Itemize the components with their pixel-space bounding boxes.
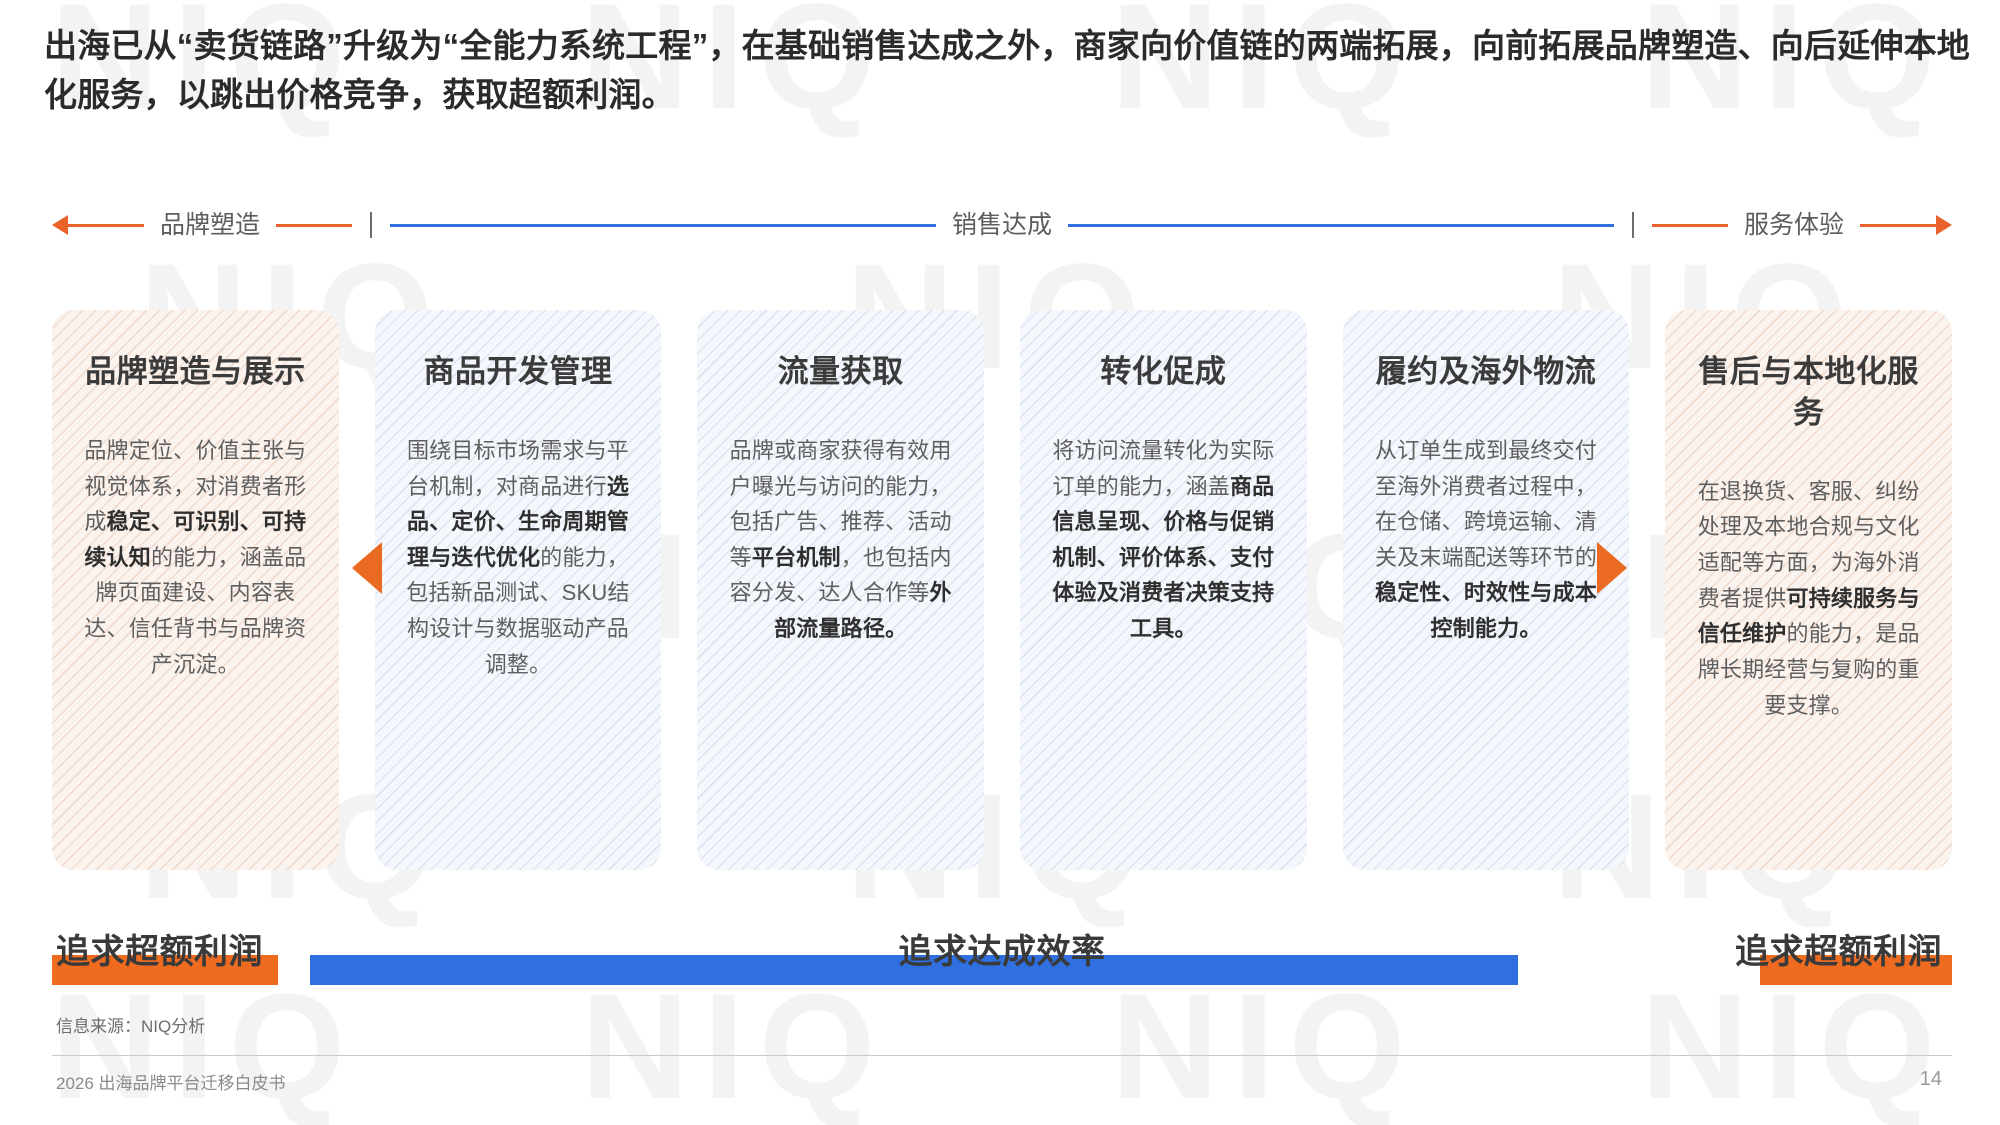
summary-label-right: 追求超额利润 [1735,933,1942,971]
bottom-summary: 追求超额利润 追求达成效率 追求超额利润 [52,905,1952,995]
triangle-left-icon [352,542,382,594]
capability-card[interactable]: 流量获取 品牌或商家获得有效用户曝光与访问的能力，包括广告、推荐、活动等平台机制… [697,310,985,870]
card-title: 售后与本地化服务 [1698,354,1919,430]
summary-bar-right [1760,955,1952,985]
card-body: 将访问流量转化为实际订单的能力，涵盖商品信息呈现、价格与促销机制、评价体系、支付… [1052,437,1275,642]
card-title: 履约及海外物流 [1375,354,1597,389]
footer-divider [52,1055,1952,1056]
card-title: 品牌塑造与展示 [85,354,306,389]
axis-label-brand: 品牌塑造 [160,210,261,239]
axis-label-service: 服务体验 [1744,210,1845,239]
summary-bar-left [52,955,278,985]
summary-label-mid: 追求达成效率 [898,933,1106,971]
capability-card[interactable]: 商品开发管理 围绕目标市场需求与平台机制，对商品进行选品、定价、生命周期管理与迭… [374,310,662,870]
card-body: 在退换货、客服、纠纷处理及本地合规与文化适配等方面，为海外消费者提供可持续服务与… [1697,478,1920,718]
summary-label-left: 追求超额利润 [56,933,263,971]
axis-line-blue [390,223,936,227]
axis-line-orange [68,223,144,227]
card-gap [984,310,1020,870]
axis-divider-right [1632,212,1634,238]
axis-label-sales: 销售达成 [952,210,1053,239]
card-body: 品牌或商家获得有效用户曝光与访问的能力，包括广告、推荐、活动等平台机制，也包括内… [729,437,952,642]
summary-bar-mid [310,955,1518,985]
page-title: 出海已从“卖货链路”升级为“全能力系统工程”，在基础销售达成之外，商家向价值链的… [44,27,1970,113]
axis-segment-sales: 销售达成 [390,205,1615,245]
arrow-left-icon [52,215,68,235]
card-title: 转化促成 [1100,354,1227,389]
card-gap [1629,310,1665,870]
capability-card[interactable]: 履约及海外物流 从订单生成到最终交付至海外消费者过程中，在仓储、跨境运输、清关及… [1342,310,1630,870]
card-gap [661,310,697,870]
capability-card[interactable]: 售后与本地化服务 在退换货、客服、纠纷处理及本地合规与文化适配等方面，为海外消费… [1665,310,1953,870]
card-body: 从订单生成到最终交付至海外消费者过程中，在仓储、跨境运输、清关及末端配送等环节的… [1375,437,1598,642]
document-title: 2026 出海品牌平台迁移白皮书 [56,1074,286,1093]
card-title: 流量获取 [777,354,904,389]
axis-line-blue [1068,223,1615,227]
capability-card-strip: 品牌塑造与展示 品牌定位、价值主张与视觉体系，对消费者形成稳定、可识别、可持续认… [52,310,1953,870]
axis-line-orange [1652,223,1728,227]
axis-line-orange [276,223,353,227]
card-body: 品牌定位、价值主张与视觉体系，对消费者形成稳定、可识别、可持续认知的能力，涵盖品… [84,437,307,677]
axis-divider-left [370,212,372,238]
card-gap [1307,310,1343,870]
triangle-right-icon [1597,542,1627,594]
card-title: 商品开发管理 [423,354,613,389]
source-note: 信息来源：NIQ分析 [56,1017,206,1036]
axis-segment-service: 服务体验 [1652,205,1953,245]
axis-segment-brand: 品牌塑造 [52,205,353,245]
arrow-right-icon [1936,215,1953,235]
page-number: 14 [1919,1068,1942,1090]
capability-card[interactable]: 品牌塑造与展示 品牌定位、价值主张与视觉体系，对消费者形成稳定、可识别、可持续认… [52,310,339,870]
capability-card[interactable]: 转化促成 将访问流量转化为实际订单的能力，涵盖商品信息呈现、价格与促销机制、评价… [1020,310,1307,870]
card-body: 围绕目标市场需求与平台机制，对商品进行选品、定价、生命周期管理与迭代优化的能力，… [406,437,630,677]
axis-line-orange [1860,223,1937,227]
value-chain-axis: 品牌塑造 销售达成 服务体验 [52,205,1953,245]
